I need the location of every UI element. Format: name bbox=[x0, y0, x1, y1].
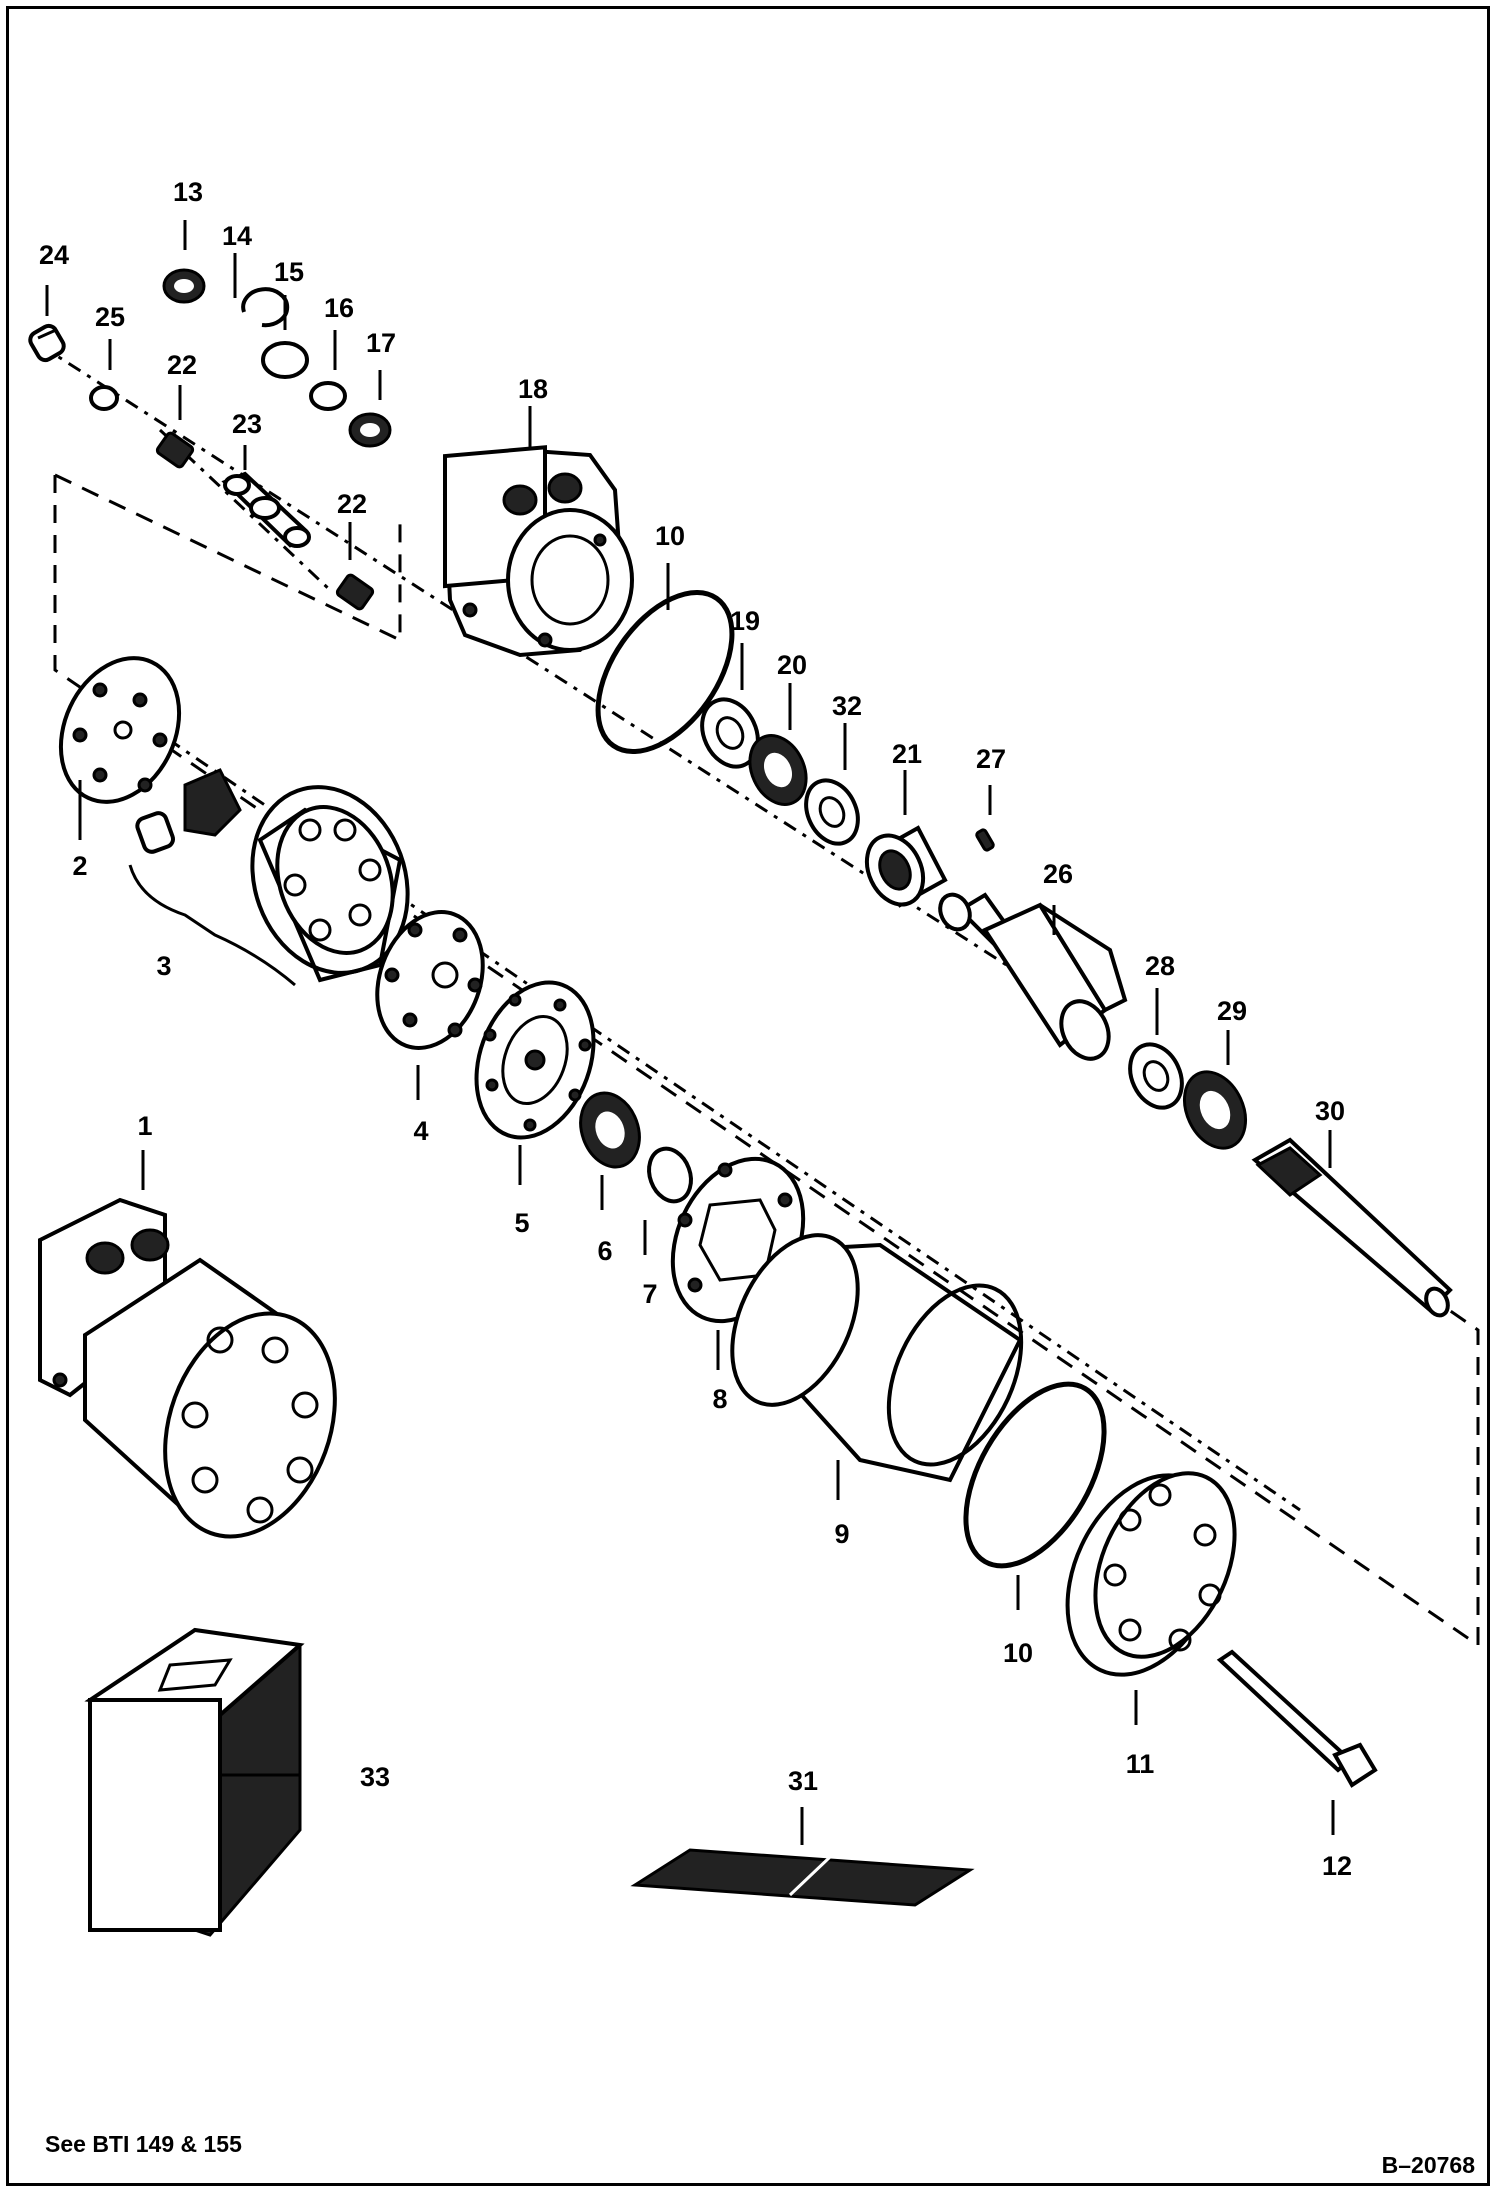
label-25: 25 bbox=[95, 302, 125, 332]
part-14-retaining-ring bbox=[241, 287, 290, 328]
part-5-valve-plate bbox=[474, 980, 596, 1140]
part-20-thrust-bearing bbox=[748, 734, 808, 806]
label-12: 12 bbox=[1322, 1851, 1352, 1881]
part-21-bearing bbox=[864, 825, 948, 908]
label-9: 9 bbox=[834, 1519, 849, 1549]
label-3: 3 bbox=[156, 951, 171, 981]
label-22b: 22 bbox=[337, 489, 367, 519]
assembly-outline-top bbox=[54, 473, 402, 643]
part-32-washer bbox=[804, 778, 860, 846]
label-20: 20 bbox=[777, 650, 807, 680]
part-7-oring bbox=[647, 1146, 693, 1204]
part-11-end-cap bbox=[1065, 1471, 1237, 1677]
part-33-kit-box bbox=[84, 1627, 305, 1937]
part-6-bearing bbox=[579, 1091, 641, 1169]
label-31: 31 bbox=[788, 1766, 818, 1796]
label-29: 29 bbox=[1217, 996, 1247, 1026]
part-10-seal-ring-lower bbox=[963, 1381, 1107, 1569]
part-27-key bbox=[975, 828, 995, 852]
figure-reference: B–20768 bbox=[1382, 2152, 1476, 2178]
label-6: 6 bbox=[597, 1236, 612, 1266]
label-1: 1 bbox=[137, 1111, 152, 1141]
label-11: 11 bbox=[1126, 1749, 1155, 1779]
assembly-outline bbox=[53, 475, 1480, 1648]
part-26-drive-shaft bbox=[938, 892, 1128, 1061]
part-28-washer bbox=[1128, 1042, 1184, 1110]
leader-lines bbox=[45, 220, 1335, 1845]
label-26: 26 bbox=[1043, 859, 1073, 889]
label-27: 27 bbox=[976, 744, 1006, 774]
label-24: 24 bbox=[39, 240, 69, 270]
part-9-housing-sleeve bbox=[730, 1233, 1024, 1483]
label-10-lower: 10 bbox=[1003, 1638, 1033, 1668]
part-18-valve-housing bbox=[442, 445, 634, 658]
label-5: 5 bbox=[514, 1208, 529, 1238]
part-2-wear-plate bbox=[58, 656, 182, 804]
part-15-washer bbox=[261, 341, 309, 379]
label-2: 2 bbox=[72, 851, 87, 881]
part-30-output-shaft bbox=[1251, 1137, 1453, 1318]
label-19: 19 bbox=[730, 606, 760, 636]
part-16-oring bbox=[309, 381, 347, 411]
label-17: 17 bbox=[366, 328, 396, 358]
label-18: 18 bbox=[518, 374, 548, 404]
label-28: 28 bbox=[1145, 951, 1175, 981]
part-24-plug bbox=[28, 323, 66, 363]
label-21: 21 bbox=[892, 739, 922, 769]
part-23-spool bbox=[221, 471, 311, 548]
footer-note: See BTI 149 & 155 bbox=[45, 2131, 242, 2157]
label-10-upper: 10 bbox=[655, 521, 685, 551]
part-25-oring bbox=[89, 385, 119, 411]
label-15: 15 bbox=[274, 257, 304, 287]
part-1-motor-assembly bbox=[38, 1197, 337, 1539]
label-13: 13 bbox=[173, 177, 203, 207]
label-33: 33 bbox=[360, 1762, 390, 1792]
part-22-spring-lower bbox=[335, 573, 375, 611]
upper-axis bbox=[39, 343, 1101, 1027]
part-3-gerotor-set bbox=[128, 768, 410, 987]
label-4: 4 bbox=[413, 1116, 428, 1146]
part-19-thrust-washer bbox=[700, 697, 760, 769]
label-32: 32 bbox=[832, 691, 862, 721]
label-30: 30 bbox=[1315, 1096, 1345, 1126]
label-8: 8 bbox=[712, 1384, 727, 1414]
label-23: 23 bbox=[232, 409, 262, 439]
part-10-seal-ring-upper bbox=[595, 589, 735, 755]
label-16: 16 bbox=[324, 293, 354, 323]
label-22: 22 bbox=[167, 350, 197, 380]
part-12-bolt bbox=[1216, 1649, 1378, 1788]
lower-axis bbox=[139, 718, 1301, 1512]
label-7: 7 bbox=[642, 1279, 657, 1309]
part-31-packet bbox=[630, 1848, 975, 1907]
label-14: 14 bbox=[222, 221, 252, 251]
part-4-plate bbox=[375, 910, 485, 1050]
part-29-bearing bbox=[1183, 1070, 1247, 1150]
part-22-spring-upper bbox=[155, 431, 195, 469]
